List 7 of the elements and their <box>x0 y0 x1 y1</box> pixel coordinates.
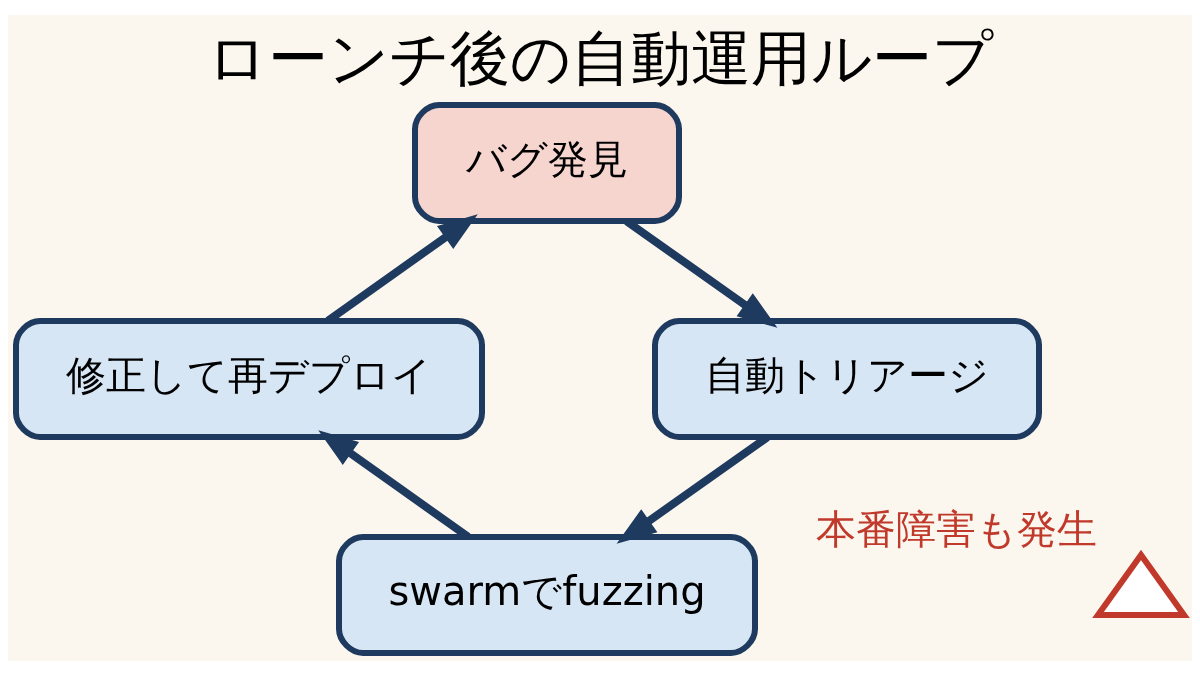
diagram-title: ローンチ後の自動運用ループ <box>207 22 993 93</box>
node-box: swarmでfuzzing <box>336 533 758 656</box>
node-box: 修正して再デプロイ <box>13 317 485 440</box>
node-triangle <box>1092 549 1190 618</box>
node-box: バグ発見 <box>412 101 682 224</box>
node-box: 自動トリアージ <box>652 317 1042 440</box>
node-label: 本番障害も発生 <box>815 505 1097 552</box>
